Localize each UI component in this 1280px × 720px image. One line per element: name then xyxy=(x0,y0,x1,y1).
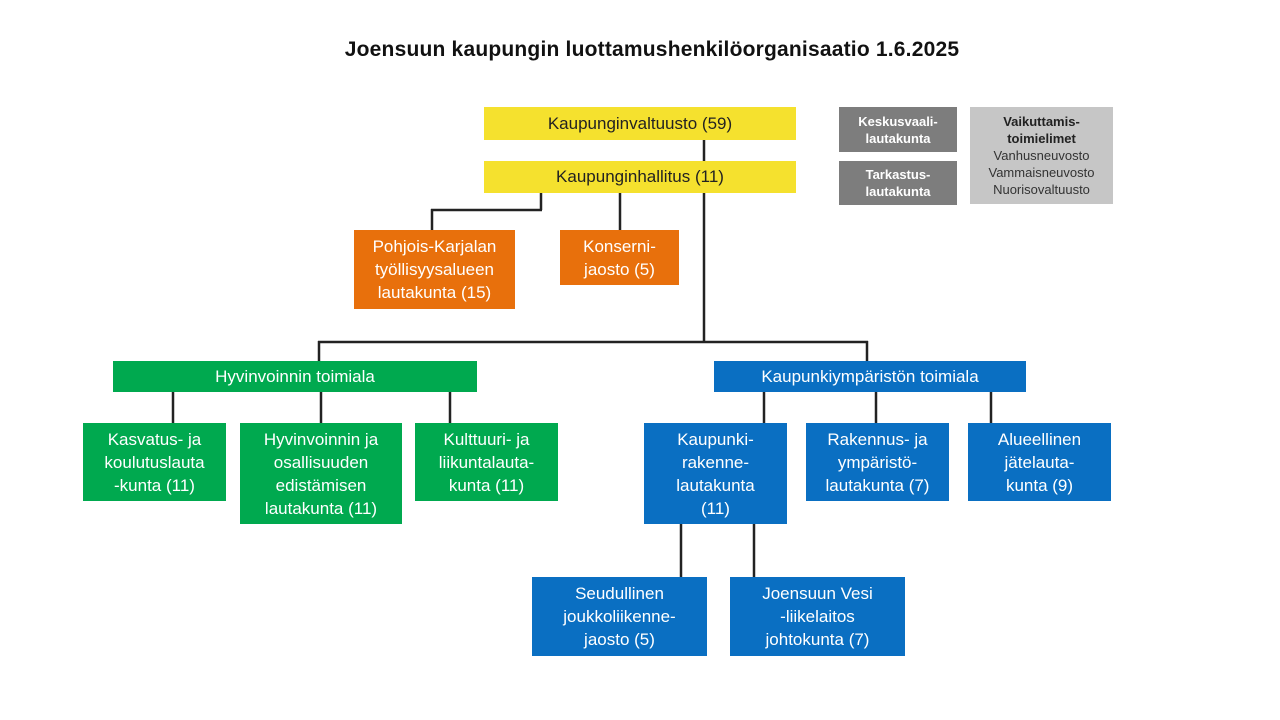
node-water-board: Joensuun Vesi -liikelaitos johtokunta (7… xyxy=(730,577,905,656)
node-wellbeing-division: Hyvinvoinnin toimiala xyxy=(113,361,477,392)
node-transport-section: Seudullinen joukkoliikenne- jaosto (5) xyxy=(532,577,707,656)
chart-title: Joensuun kaupungin luottamushenkilöorgan… xyxy=(344,38,960,61)
node-audit-board: Tarkastus- lautakunta xyxy=(839,161,957,205)
node-city-council: Kaupunginvaltuusto (59) xyxy=(484,107,796,140)
node-culture-board: Kulttuuri- ja liikuntalauta- kunta (11) xyxy=(415,423,558,501)
influence-items: Vanhusneuvosto Vammaisneuvosto Nuorisova… xyxy=(988,148,1095,197)
node-election-board: Keskusvaali- lautakunta xyxy=(839,107,957,152)
node-city-board: Kaupunginhallitus (11) xyxy=(484,161,796,193)
node-influence-bodies: Vaikuttamis- toimielimet Vanhusneuvosto … xyxy=(970,107,1113,204)
node-participation-board: Hyvinvoinnin ja osallisuuden edistämisen… xyxy=(240,423,402,524)
influence-heading: Vaikuttamis- toimielimet xyxy=(1003,114,1080,146)
node-group-section: Konserni- jaosto (5) xyxy=(560,230,679,285)
node-waste-board: Alueellinen jätelauta- kunta (9) xyxy=(968,423,1111,501)
node-urban-division: Kaupunkiympäristön toimiala xyxy=(714,361,1026,392)
node-education-board: Kasvatus- ja koulutuslauta -kunta (11) xyxy=(83,423,226,501)
node-urban-structure-board: Kaupunki- rakenne- lautakunta (11) xyxy=(644,423,787,524)
node-building-board: Rakennus- ja ympäristö- lautakunta (7) xyxy=(806,423,949,501)
node-employment-board: Pohjois-Karjalan työllisyysalueen lautak… xyxy=(354,230,515,309)
